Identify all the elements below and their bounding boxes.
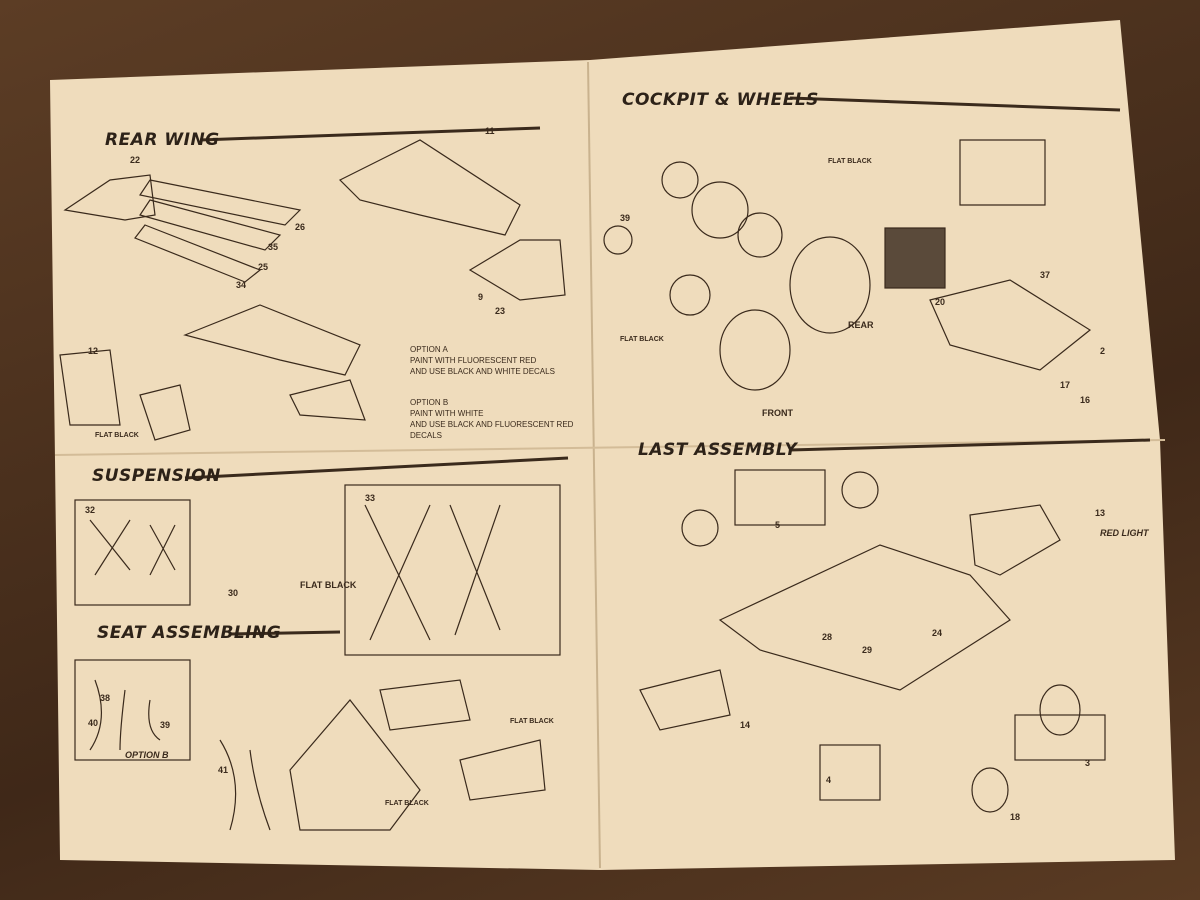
cockpit-detail-box	[959, 139, 1046, 206]
last-assembly-rule	[789, 438, 1151, 452]
part-number: 3	[1085, 758, 1091, 768]
flat-black-label: FLAT BLACK	[510, 718, 554, 725]
part-number: 12	[88, 346, 99, 356]
mesh-decal	[884, 227, 946, 289]
part-number: 28	[822, 632, 833, 642]
option-b-title: OPTION B	[410, 398, 449, 407]
part-number: 41	[218, 765, 229, 775]
wing-assembled-sketch	[338, 139, 521, 236]
front-label: FRONT	[762, 408, 793, 418]
part-number: 37	[1040, 270, 1051, 280]
part-number: 5	[775, 520, 781, 530]
flat-black-label: FLAT BLACK	[385, 800, 429, 807]
part-number: 25	[258, 262, 269, 272]
part-number: 23	[495, 306, 506, 316]
rear-label: REAR	[848, 320, 874, 330]
part-number: 24	[932, 628, 943, 638]
cockpit-sketch	[929, 279, 1092, 371]
option-a-text: OPTION A PAINT WITH FLUORESCENT RED AND …	[410, 344, 555, 377]
seat-rule	[229, 630, 341, 636]
part-number: 39	[620, 213, 631, 223]
part-number: 40	[88, 718, 99, 728]
heading-rear-wing: REAR WING	[105, 130, 220, 150]
heading-cockpit-wheels: COCKPIT & WHEELS	[622, 90, 819, 110]
part-number: 17	[1060, 380, 1071, 390]
part-number: 38	[100, 693, 111, 703]
decal-box	[734, 469, 826, 526]
part-number: 29	[862, 645, 873, 655]
part-number: 32	[85, 505, 96, 515]
flat-black-label: FLAT BLACK	[300, 580, 357, 590]
part-number: 33	[365, 493, 376, 503]
heading-suspension: SUSPENSION	[92, 466, 221, 486]
car-body-sketch	[718, 544, 1011, 691]
option-b-line1: PAINT WITH WHITE	[410, 409, 484, 418]
rear-wing-final-sketch	[969, 504, 1061, 576]
seat-box	[74, 659, 191, 761]
part-number: 30	[228, 588, 239, 598]
part-number: 18	[1010, 812, 1021, 822]
option-b-line2: AND USE BLACK AND FLUORESCENT RED	[410, 420, 574, 429]
part-number: 2	[1100, 346, 1106, 356]
fold-vertical	[587, 61, 601, 869]
part-number: 11	[485, 126, 495, 136]
part-number: 16	[1080, 395, 1091, 405]
part-number: 39	[160, 720, 171, 730]
wing-parts-sketch	[59, 349, 191, 441]
option-b-text: OPTION B PAINT WITH WHITE AND USE BLACK …	[410, 397, 573, 441]
flat-black-label: FLAT BLACK	[95, 432, 139, 439]
heading-seat-assembling: SEAT ASSEMBLING	[97, 623, 282, 643]
part-number: 34	[236, 280, 247, 290]
rear-wing-rule	[199, 126, 541, 142]
suspension-detail-box	[344, 484, 561, 656]
part-number: 14	[740, 720, 751, 730]
flat-black-label: FLAT BLACK	[828, 158, 872, 165]
seat-sketch	[219, 699, 421, 831]
flat-black-label: FLAT BLACK	[620, 336, 664, 343]
red-light-label: RED LIGHT	[1100, 528, 1149, 538]
front-wing-sketch	[639, 669, 731, 731]
part-number: 20	[935, 297, 946, 307]
wing-option-sketch	[183, 304, 366, 421]
part-number: 13	[1095, 508, 1106, 518]
part-number: 4	[826, 775, 832, 785]
part-number: 26	[295, 222, 306, 232]
fold-horizontal	[54, 439, 1166, 456]
option-a-title: OPTION A	[410, 345, 448, 354]
option-b-line3: DECALS	[410, 431, 443, 440]
wing-side-sketch	[468, 239, 566, 301]
wing-planes-sketch	[134, 179, 302, 283]
option-a-line1: PAINT WITH FLUORESCENT RED	[410, 356, 537, 365]
suspension-rule	[184, 456, 569, 480]
part-number: 35	[268, 242, 279, 252]
suspension-box	[74, 499, 191, 606]
wing-endplate-sketch	[63, 174, 156, 221]
option-a-line2: AND USE BLACK AND WHITE DECALS	[410, 367, 555, 376]
part-number: 9	[478, 292, 484, 302]
option-b-label: OPTION B	[125, 750, 169, 760]
part-number: 22	[130, 155, 141, 165]
heading-last-assembly: LAST ASSEMBLY	[638, 440, 798, 460]
cockpit-rule	[789, 96, 1121, 112]
